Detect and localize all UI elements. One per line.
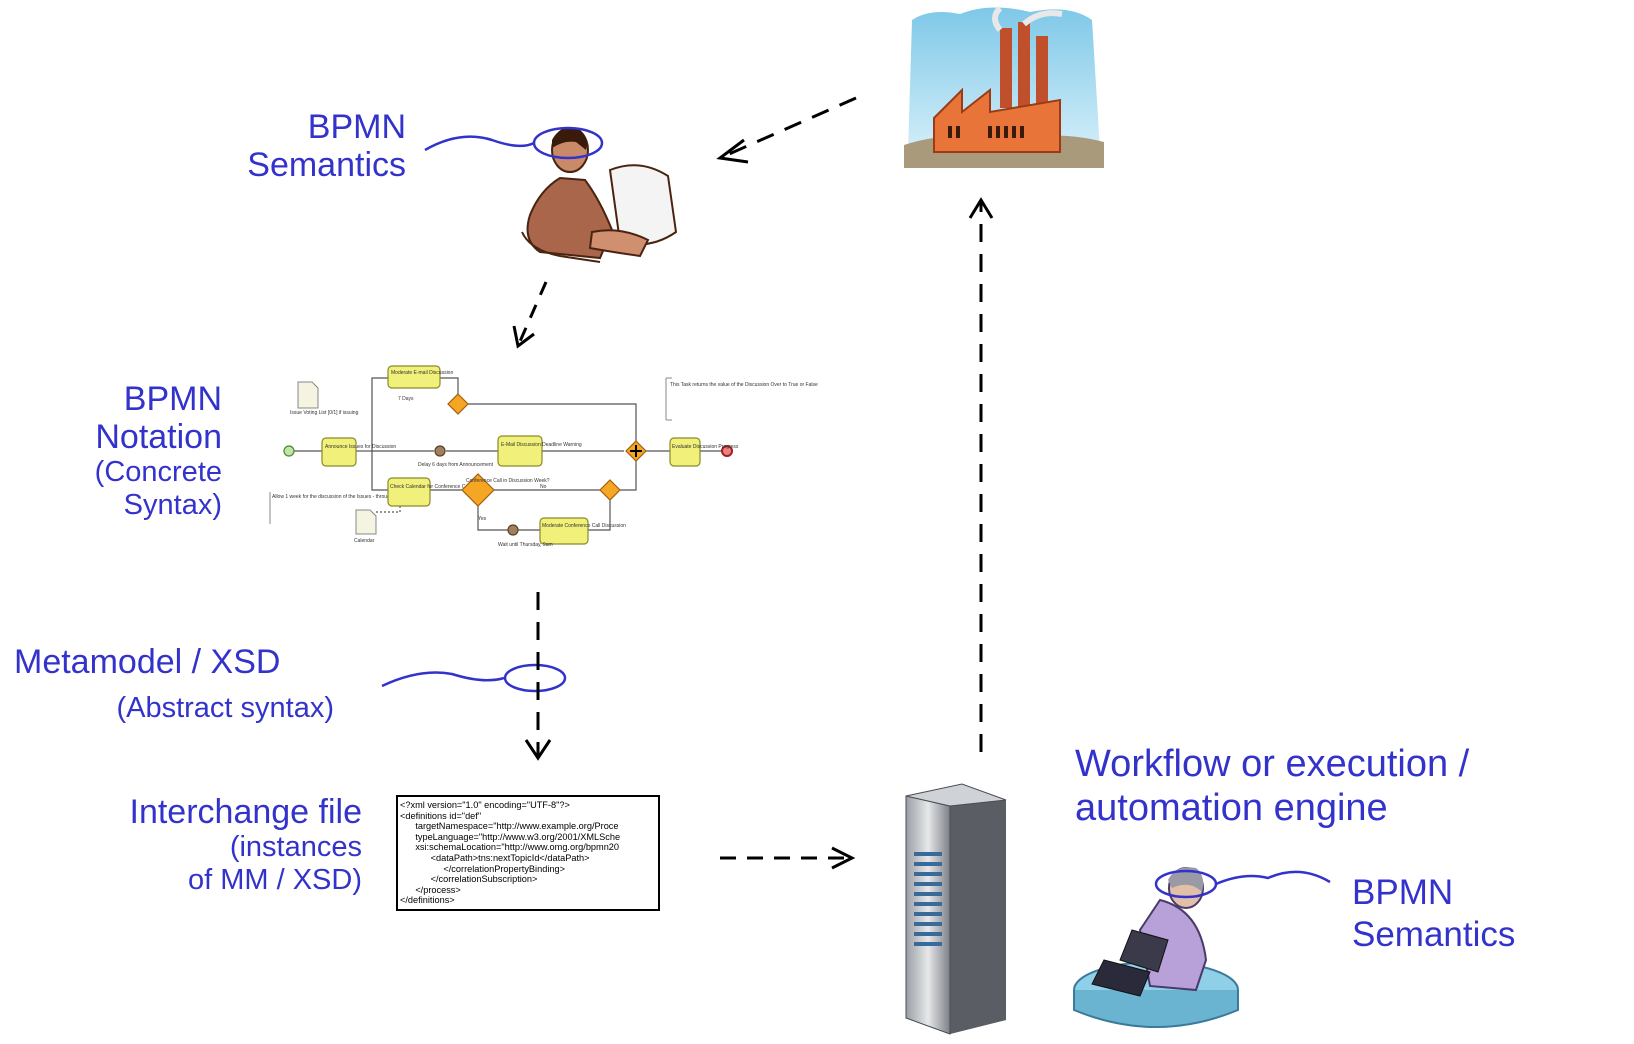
arrow-factory-to-modeler — [719, 96, 857, 160]
bpmn-notation-label: BPMN Notation (Concrete Syntax) — [94, 380, 222, 521]
bpmn-task: Check Calendar for Conference Call — [390, 484, 470, 490]
xml-line: </correlationSubscription> — [400, 874, 538, 885]
xml-line: targetNamespace="http://www.example.org/… — [400, 821, 619, 832]
bpmn-flow-label: No — [540, 484, 547, 490]
bpmn-task: E-Mail Discussion Deadline Warning — [501, 442, 582, 448]
bpmn-annotation: Calendar — [354, 538, 375, 544]
operator-icon — [1073, 867, 1239, 1028]
semantics-pointer-line-top — [424, 135, 535, 152]
interchange-file-label: Interchange file (instances of MM / XSD) — [129, 793, 363, 896]
bpmn-semantics-label-bottom: BPMN Semantics — [1352, 873, 1516, 954]
engine-label: Workflow or execution / automation engin… — [1075, 743, 1470, 829]
bpmn-flow-label: Delay 6 days from Announcement — [418, 462, 494, 468]
arrow-notation-to-file-head — [524, 739, 552, 761]
arrow-engine-to-factory-head — [968, 197, 994, 219]
bpmn-task: Moderate Conference Call Discussion — [542, 523, 626, 529]
bpmn-annotation: Issue Voting List [0/1] if issuing — [290, 410, 359, 416]
metamodel-pointer-line — [381, 671, 505, 688]
xml-line: <?xml version="1.0" encoding="UTF-8"?> — [400, 800, 570, 810]
arrow-modeler-to-notation — [516, 281, 548, 347]
bpmn-flow-label: Yes — [478, 516, 487, 522]
bpmn-annotation: This Task returns the value of the Discu… — [670, 382, 818, 388]
xml-line: </process> — [400, 884, 461, 895]
bpmn-process-diagram: Issue Voting List [0/1] if issuing Allow… — [269, 365, 818, 548]
metamodel-focus-ellipse — [503, 663, 567, 693]
xml-line: <dataPath>tns:nextTopicId</dataPath> — [400, 852, 590, 863]
xml-interchange-box: <?xml version="1.0" encoding="UTF-8"?> <… — [396, 795, 660, 911]
abstract-syntax-label: (Abstract syntax) — [116, 692, 334, 724]
bpmn-task: Evaluate Discussion Progress — [672, 444, 739, 450]
factory-icon — [904, 5, 1104, 168]
metamodel-label: Metamodel / XSD — [14, 643, 281, 681]
xml-line: typeLanguage="http://www.w3.org/2001/XML… — [400, 831, 621, 842]
xml-line: xsi:schemaLocation="http://www.omg.org/b… — [400, 842, 620, 853]
bpmn-task: Moderate E-mail Discussion — [391, 370, 453, 376]
bpmn-semantics-label-top: BPMN Semantics — [247, 108, 406, 184]
xml-line: </definitions> — [400, 895, 455, 906]
bpmn-annotation: Allow 1 week for the discussion of the I… — [272, 494, 425, 500]
bpmn-flow-label: Wait until Thursday, 9am — [498, 542, 553, 548]
xml-line: <definitions id="def" — [400, 810, 482, 821]
bpmn-task: Announce Issues for Discussion — [325, 444, 396, 450]
xml-line: </correlationPropertyBinding> — [400, 863, 565, 874]
arrow-modeler-to-notation-head — [512, 325, 535, 349]
bpmn-flow-label: Conference Call in Discussion Week? — [466, 478, 550, 484]
arrow-factory-to-modeler-head — [716, 138, 749, 164]
server-icon — [905, 783, 1007, 1035]
arrow-file-to-engine-head — [831, 846, 856, 870]
bpmn-flow-label: 7 Days — [398, 396, 414, 402]
businessman-icon — [521, 127, 678, 263]
semantics-pointer-line-bottom — [1215, 870, 1331, 886]
